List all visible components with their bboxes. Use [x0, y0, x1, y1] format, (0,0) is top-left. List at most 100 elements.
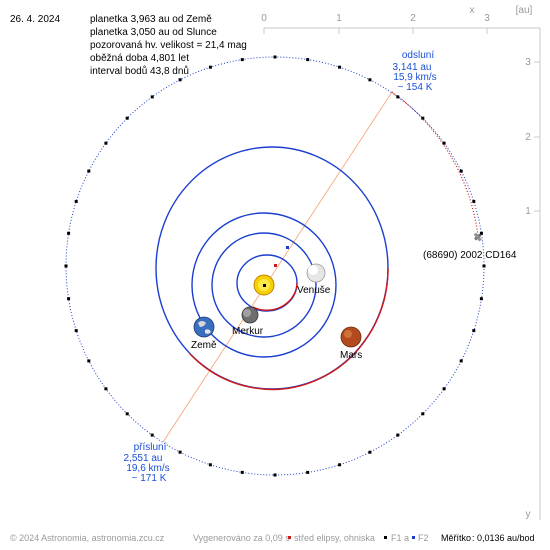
asteroid-orbit-segment-above-plane [391, 91, 479, 237]
orbit-point-marker [421, 116, 425, 120]
orbit-point-marker [74, 329, 78, 333]
top-tick-label-0: 0 [261, 13, 267, 24]
orbit-point-marker [368, 78, 372, 82]
orbit-point-marker [150, 95, 154, 99]
perihelion-temperature: ~ 171 K [132, 473, 167, 484]
orbit-point-marker [479, 231, 483, 235]
orbit-point-marker [338, 65, 342, 69]
y-axis-label: y [526, 509, 531, 520]
info-line-period: oběžná doba 4,801 let [90, 53, 189, 64]
orbit-point-marker [240, 58, 244, 62]
x-axis-label: x [470, 5, 475, 16]
top-tick-label-1: 1 [336, 13, 342, 24]
mercury-highlight [243, 309, 251, 317]
orbit-point-marker [479, 297, 483, 301]
earth-orbit [191, 212, 337, 358]
aphelion-distance: 3,141 au [393, 62, 432, 73]
perihelion-speed: 19,6 km/s [126, 463, 169, 474]
orbit-point-marker [208, 463, 212, 467]
orbit-point-marker [459, 169, 463, 173]
orbit-point-marker [442, 387, 446, 391]
orbit-point-marker [67, 297, 71, 301]
orbit-point-marker [273, 55, 277, 59]
earth-icon [193, 316, 215, 338]
aphelion-speed: 15,9 km/s [393, 72, 436, 83]
orbit-point-marker [208, 65, 212, 69]
legend-a-text: a [404, 533, 409, 543]
orbit-point-marker [178, 450, 182, 454]
right-tick-label-3: 3 [525, 57, 531, 68]
orbit-point-marker [306, 470, 310, 474]
earth-clouds [198, 321, 206, 327]
orbit-point-marker [240, 470, 244, 474]
legend-center-marker [288, 536, 291, 539]
copyright-text: © 2024 Astronomia, astronomia.zcu.cz [10, 533, 165, 543]
asteroid-icon [473, 232, 482, 242]
legend-f2-marker [412, 536, 415, 539]
venus-label: Venuše [297, 285, 331, 296]
date-label: 26. 4. 2024 [10, 14, 60, 25]
orbit-point-marker [87, 359, 91, 363]
orbit-point-marker [442, 141, 446, 145]
aphelion-title: odsluní [402, 50, 434, 61]
orbit-point-marker [306, 58, 310, 62]
mars-highlight [344, 330, 352, 338]
apsidal-line [162, 91, 393, 443]
focus-f2-marker [286, 246, 289, 249]
orbit-point-marker [74, 199, 78, 203]
aphelion-temperature: ~ 154 K [398, 82, 433, 93]
orbit-point-marker [396, 95, 400, 99]
mars-icon [340, 326, 362, 348]
info-line-magnitude: pozorovaná hv. velikost = 21,4 mag [90, 40, 247, 51]
mars-label: Mars [340, 350, 362, 361]
perihelion-distance: 2,551 au [124, 453, 163, 464]
scale-value: : 0,0136 au/bod [472, 533, 535, 543]
orbit-point-marker [104, 387, 108, 391]
info-line-distance-earth: planetka 3,963 au od Země [90, 14, 212, 25]
orbit-point-marker [273, 473, 277, 477]
orbit-point-marker [482, 264, 486, 268]
orbit-point-marker [368, 450, 372, 454]
top-tick-label-3: 3 [484, 13, 490, 24]
right-tick-label-2: 2 [525, 132, 531, 143]
orbit-point-marker [87, 169, 91, 173]
orbit-point-marker [338, 463, 342, 467]
legend-center-text: střed elipsy, ohniska [294, 533, 375, 543]
orbit-point-marker [178, 78, 182, 82]
asteroid-label: (68690) 2002 CD164 [423, 250, 517, 261]
orbit-point-marker [472, 329, 476, 333]
orbit-point-marker [459, 359, 463, 363]
ellipse-center-marker [274, 264, 277, 267]
orbit-point-marker [472, 199, 476, 203]
orbit-point-marker [104, 141, 108, 145]
venus-orbit [211, 232, 317, 338]
orbit-point-marker [67, 231, 71, 235]
perihelion-title: přísluní [134, 442, 167, 453]
earth-label: Země [191, 340, 217, 351]
orbit-point-marker [421, 412, 425, 416]
legend-f1-text: F1 [391, 533, 402, 543]
info-line-interval: interval bodů 43,8 dnů [90, 65, 189, 77]
mars-orbit-red-arc [189, 267, 389, 391]
generation-time: Vygenerováno za 0,09 s [193, 533, 290, 543]
scale-label: Měřítko [441, 533, 471, 543]
legend-f1-marker [384, 536, 387, 539]
legend-f2-text: F2 [418, 533, 429, 543]
sun-center-marker [263, 284, 266, 287]
orbit-point-marker [150, 433, 154, 437]
mercury-orbit-red-arc [252, 282, 298, 311]
info-line-distance-sun: planetka 3,050 au od Slunce [90, 27, 217, 38]
unit-label: [au] [516, 5, 533, 16]
orbit-point-marker [125, 116, 129, 120]
right-tick-label-1: 1 [525, 206, 531, 217]
mercury-label: Merkur [232, 326, 264, 337]
orbit-point-marker [64, 264, 68, 268]
venus-highlight [308, 265, 318, 275]
orbit-point-marker [125, 412, 129, 416]
earth-clouds-2 [205, 329, 211, 334]
orbit-point-markers [64, 55, 486, 477]
top-tick-label-2: 2 [410, 13, 416, 24]
orbit-point-marker [396, 433, 400, 437]
